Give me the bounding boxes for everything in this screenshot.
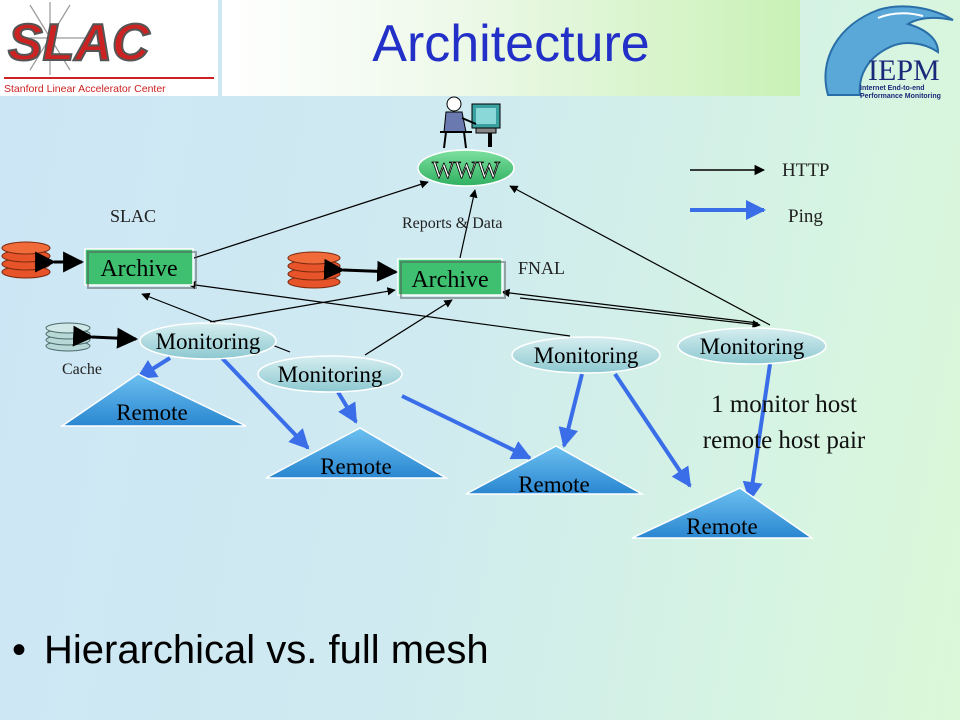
archive-fnal-label: Archive: [411, 267, 488, 293]
site-label-fnal: FNAL: [518, 258, 565, 278]
monitoring-label: Monitoring: [534, 343, 639, 368]
note-line-2: remote host pair: [703, 427, 866, 454]
remote-node-3: Remote: [465, 445, 645, 497]
http-link: [459, 189, 478, 259]
iepm-logo-text: IEPM: [868, 54, 940, 87]
iepm-logo-subtitle-1: Internet End-to-end: [860, 85, 925, 92]
monitoring-node-2: Monitoring: [257, 355, 403, 393]
http-link: [209, 287, 396, 323]
ping-link: [220, 356, 310, 450]
monitoring-node-3: Monitoring: [511, 336, 661, 374]
ping-link: [742, 363, 772, 502]
monitoring-node-4: Monitoring: [677, 327, 827, 365]
legend-ping-label: Ping: [788, 206, 823, 227]
http-link: [364, 299, 453, 356]
http-link: [187, 280, 571, 337]
slac-logo-text: SLAC: [8, 14, 151, 72]
ping-link: [613, 372, 692, 488]
remote-node-1: Remote: [59, 373, 247, 427]
http-link: [501, 288, 759, 324]
http-link: [193, 180, 429, 259]
bullet-text: Hierarchical vs. full mesh: [44, 628, 489, 672]
remote-label: Remote: [518, 472, 590, 497]
bullet-item: • Hierarchical vs. full mesh: [12, 628, 489, 673]
www-label: WWW: [432, 158, 500, 184]
slide-title: Architecture: [372, 15, 650, 73]
monitoring-label: Monitoring: [278, 362, 383, 387]
slac-logo: SLAC Stanford Linear Accelerator Center: [0, 0, 218, 96]
title-band: [222, 0, 800, 96]
note-line-1: 1 monitor host: [711, 391, 857, 418]
monitoring-label: Monitoring: [156, 329, 261, 354]
remote-label: Remote: [686, 514, 758, 539]
slac-logo-subtitle: Stanford Linear Accelerator Center: [4, 83, 166, 95]
disk-stack-cache: [45, 322, 91, 352]
ping-link: [136, 356, 172, 380]
disk-stack-fnal: [287, 251, 341, 289]
ping-links: [136, 356, 772, 502]
ping-link: [401, 394, 532, 460]
ping-link: [336, 390, 358, 424]
reports-label: Reports & Data: [402, 215, 502, 232]
archive-slac-label: Archive: [100, 256, 177, 282]
archive-fnal-box: [397, 258, 503, 296]
disk-links: [35, 251, 399, 349]
user-computer-icon: [440, 96, 501, 149]
remote-node-4: Remote: [631, 487, 815, 539]
remote-label: Remote: [320, 454, 392, 479]
remote-node-2: Remote: [265, 427, 449, 479]
http-link: [509, 185, 771, 326]
disk-stack-slac: [1, 241, 51, 279]
monitoring-label: Monitoring: [700, 334, 805, 359]
www-node: [417, 149, 515, 187]
iepm-logo-subtitle-2: Performance Monitoring: [860, 93, 941, 100]
http-link: [519, 297, 761, 329]
site-label-slac: SLAC: [110, 206, 156, 226]
ping-link: [558, 373, 584, 448]
monitoring-node-1: Monitoring: [139, 322, 277, 360]
iepm-logo: IEPM Internet End-to-end Performance Mon…: [824, 5, 954, 100]
cache-label: Cache: [62, 361, 102, 378]
archive-slac-box: [84, 248, 194, 286]
bullet-dot: •: [12, 628, 27, 672]
remote-label: Remote: [116, 400, 188, 425]
legend-http-label: HTTP: [782, 160, 830, 181]
